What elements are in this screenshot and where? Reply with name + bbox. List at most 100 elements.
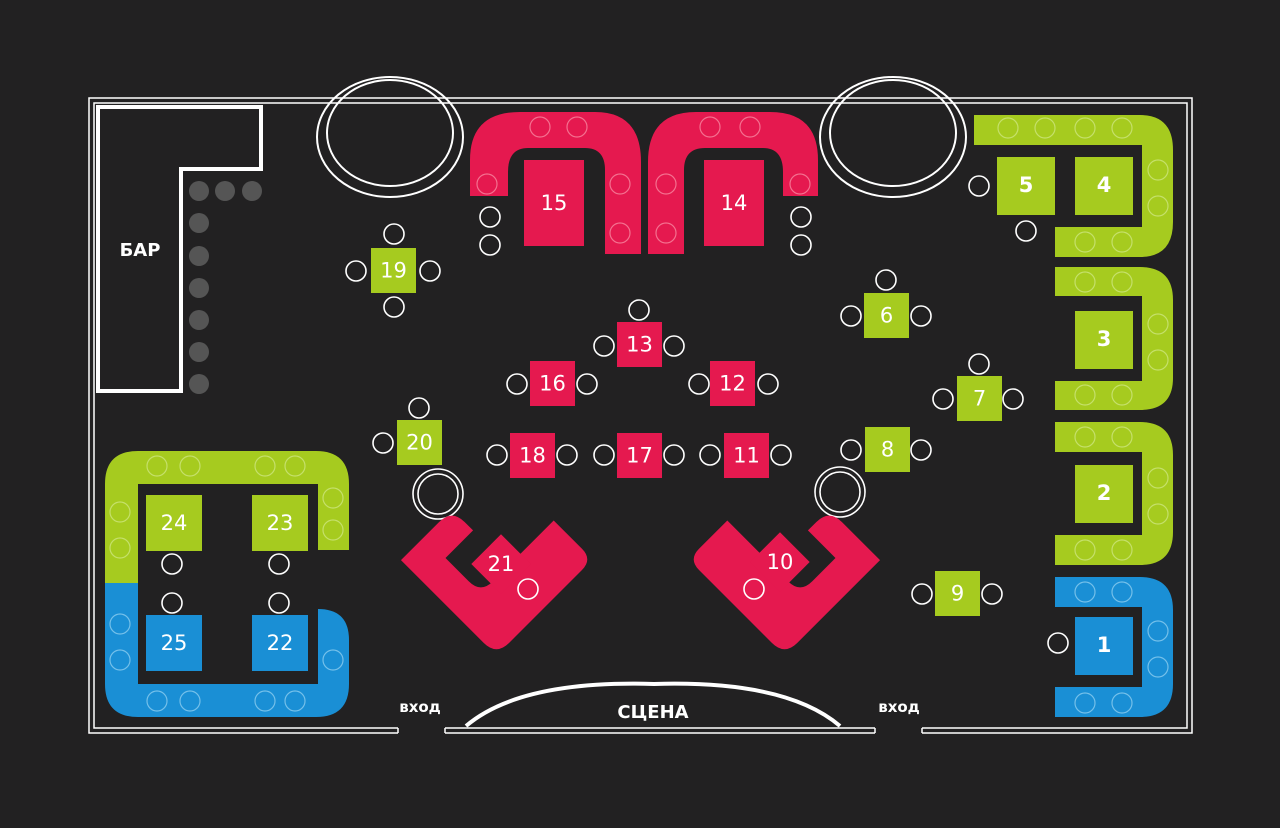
chair[interactable]	[1047, 632, 1069, 654]
chair[interactable]	[968, 175, 990, 197]
table-12-top[interactable]	[710, 361, 755, 406]
table-21-top[interactable]	[471, 534, 531, 594]
table-14-top[interactable]	[704, 160, 764, 246]
table-16[interactable]: 16	[530, 361, 575, 406]
table-24-top[interactable]	[146, 495, 202, 551]
chair[interactable]	[628, 299, 650, 321]
chair[interactable]	[743, 578, 765, 600]
chair[interactable]	[593, 444, 615, 466]
table-17-top[interactable]	[617, 433, 662, 478]
chair[interactable]	[479, 206, 501, 228]
chair[interactable]	[268, 592, 290, 614]
table-21[interactable]: 21	[471, 534, 531, 594]
table-14[interactable]: 14	[704, 160, 764, 246]
table-19[interactable]: 19	[371, 248, 416, 293]
table-13-top[interactable]	[617, 322, 662, 367]
chair[interactable]	[840, 305, 862, 327]
table-13[interactable]: 13	[617, 322, 662, 367]
chair[interactable]	[479, 234, 501, 256]
table-8-top[interactable]	[865, 427, 910, 472]
table-5-top[interactable]	[997, 157, 1055, 215]
chair[interactable]	[663, 444, 685, 466]
table-9-top[interactable]	[935, 571, 980, 616]
table-18[interactable]: 18	[510, 433, 555, 478]
chair[interactable]	[910, 439, 932, 461]
chair[interactable]	[688, 373, 710, 395]
bar-stool[interactable]	[215, 181, 235, 201]
table-20-top[interactable]	[397, 420, 442, 465]
table-5[interactable]: 5	[997, 157, 1055, 215]
bar-stool[interactable]	[189, 246, 209, 266]
bar-stool[interactable]	[189, 342, 209, 362]
bar-stool[interactable]	[189, 213, 209, 233]
table-9[interactable]: 9	[935, 571, 980, 616]
table-1-top[interactable]	[1075, 617, 1133, 675]
table-2-top[interactable]	[1075, 465, 1133, 523]
table-11-top[interactable]	[724, 433, 769, 478]
chair[interactable]	[486, 444, 508, 466]
table-22-top[interactable]	[252, 615, 308, 671]
chair[interactable]	[345, 260, 367, 282]
chair[interactable]	[840, 439, 862, 461]
table-15-top[interactable]	[524, 160, 584, 246]
chair[interactable]	[268, 553, 290, 575]
table-23[interactable]: 23	[252, 495, 308, 551]
chair[interactable]	[556, 444, 578, 466]
chair[interactable]	[161, 553, 183, 575]
table-10-top[interactable]	[750, 532, 810, 592]
chair[interactable]	[699, 444, 721, 466]
bar-stool[interactable]	[189, 278, 209, 298]
bar-stool[interactable]	[189, 310, 209, 330]
chair[interactable]	[790, 206, 812, 228]
table-12[interactable]: 12	[710, 361, 755, 406]
table-4[interactable]: 4	[1075, 157, 1133, 215]
table-4-top[interactable]	[1075, 157, 1133, 215]
chair[interactable]	[506, 373, 528, 395]
table-3[interactable]: 3	[1075, 311, 1133, 369]
chair[interactable]	[419, 260, 441, 282]
chair[interactable]	[1002, 388, 1024, 410]
table-10[interactable]: 10	[750, 532, 810, 592]
table-19-top[interactable]	[371, 248, 416, 293]
chair[interactable]	[981, 583, 1003, 605]
chair[interactable]	[576, 373, 598, 395]
table-16-top[interactable]	[530, 361, 575, 406]
bar-stool[interactable]	[242, 181, 262, 201]
table-3-top[interactable]	[1075, 311, 1133, 369]
table-18-top[interactable]	[510, 433, 555, 478]
table-25-top[interactable]	[146, 615, 202, 671]
table-6[interactable]: 6	[864, 293, 909, 338]
chair[interactable]	[932, 388, 954, 410]
chair[interactable]	[372, 432, 394, 454]
chair[interactable]	[408, 397, 430, 419]
chair[interactable]	[663, 335, 685, 357]
table-15[interactable]: 15	[524, 160, 584, 246]
chair[interactable]	[911, 583, 933, 605]
table-20[interactable]: 20	[397, 420, 442, 465]
table-7[interactable]: 7	[957, 376, 1002, 421]
chair[interactable]	[593, 335, 615, 357]
bar-stool[interactable]	[189, 181, 209, 201]
table-25[interactable]: 25	[146, 615, 202, 671]
chair[interactable]	[161, 592, 183, 614]
chair[interactable]	[910, 305, 932, 327]
chair[interactable]	[790, 234, 812, 256]
table-8[interactable]: 8	[865, 427, 910, 472]
table-22[interactable]: 22	[252, 615, 308, 671]
table-23-top[interactable]	[252, 495, 308, 551]
chair[interactable]	[383, 223, 405, 245]
table-6-top[interactable]	[864, 293, 909, 338]
table-2[interactable]: 2	[1075, 465, 1133, 523]
chair[interactable]	[875, 269, 897, 291]
chair[interactable]	[757, 373, 779, 395]
chair[interactable]	[517, 578, 539, 600]
table-11[interactable]: 11	[724, 433, 769, 478]
chair[interactable]	[968, 353, 990, 375]
table-24[interactable]: 24	[146, 495, 202, 551]
chair[interactable]	[770, 444, 792, 466]
chair[interactable]	[1015, 220, 1037, 242]
chair[interactable]	[383, 296, 405, 318]
table-1[interactable]: 1	[1075, 617, 1133, 675]
table-17[interactable]: 17	[617, 433, 662, 478]
bar-stool[interactable]	[189, 374, 209, 394]
